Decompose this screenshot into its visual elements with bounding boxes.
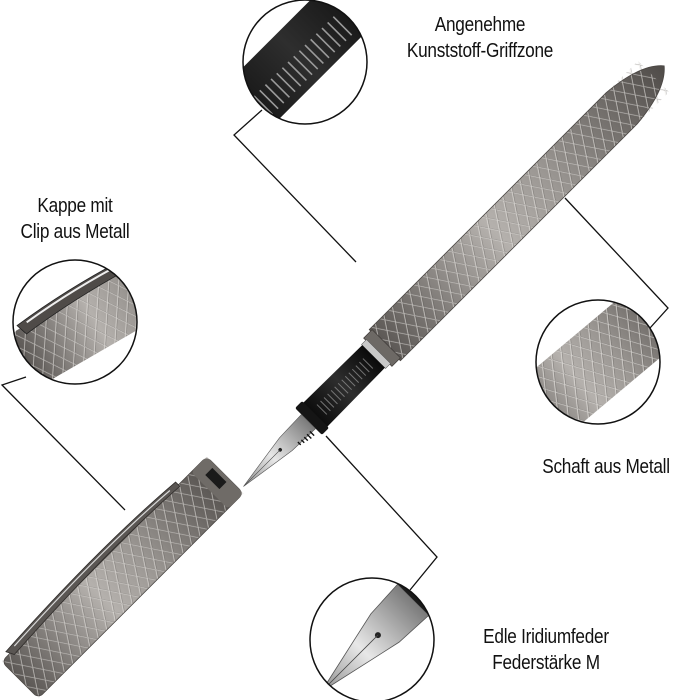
label-grip-line-1: Angenehme <box>434 14 526 36</box>
label-cap-line-1: Kappe mit <box>37 195 113 217</box>
label-cap-line-2: Clip aus Metall <box>20 221 130 243</box>
label-nib-line-2: Federstärke M <box>492 652 600 674</box>
callout-grip-magnifier <box>242 0 368 125</box>
leader-line-nib <box>325 435 438 591</box>
pen-cap <box>1 456 244 699</box>
label-grip: Angenehme Kunststoff-Griffzone <box>385 12 574 64</box>
callout-cap-magnifier <box>12 259 138 385</box>
leader-line-barrel <box>564 197 669 329</box>
label-barrel: Schaft aus Metall <box>529 454 684 480</box>
leader-line-grip <box>233 109 357 263</box>
label-cap: Kappe mit Clip aus Metall <box>6 193 144 245</box>
leader-line-cap <box>0 376 126 511</box>
label-barrel-line-1: Schaft aus Metall <box>542 456 670 478</box>
pen-body <box>243 60 670 487</box>
callout-barrel-magnifier <box>535 299 661 425</box>
label-nib: Edle Iridiumfeder Federstärke M <box>460 624 632 676</box>
label-nib-line-1: Edle Iridiumfeder <box>483 626 609 648</box>
label-grip-line-2: Kunststoff-Griffzone <box>406 40 554 62</box>
callout-nib-magnifier <box>309 577 435 700</box>
